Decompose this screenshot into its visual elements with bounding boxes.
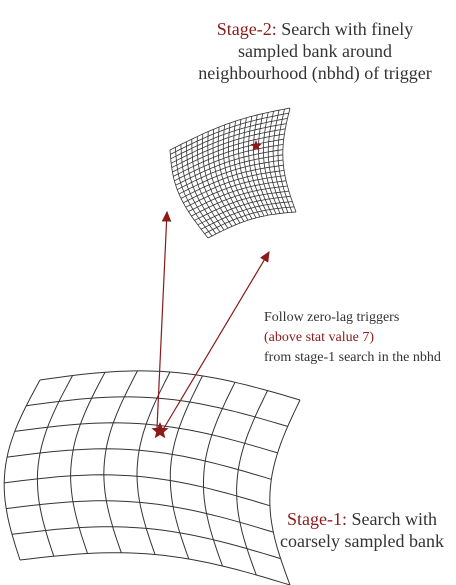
grid-line <box>197 196 291 226</box>
grid-line <box>269 399 301 585</box>
grid-line <box>172 133 285 173</box>
grid-line <box>194 190 289 221</box>
grid-line <box>174 144 284 182</box>
note-highlight: (above stat value 7) <box>264 330 375 345</box>
grid-line <box>7 448 272 480</box>
grid-line <box>178 159 284 195</box>
star-icon <box>250 140 262 151</box>
grid-line <box>207 211 297 239</box>
grid-line <box>203 382 236 567</box>
grid-line <box>169 375 203 560</box>
note-line-1: Follow zero-lag triggers <box>264 310 400 325</box>
stage1-caption: Stage-1: Search with coarsely sampled ba… <box>262 508 456 552</box>
stage1-description: Search with coarsely sampled bank <box>280 509 444 551</box>
grid-line <box>204 206 295 234</box>
grid-line <box>3 379 41 561</box>
coarse-template-grid <box>3 370 301 585</box>
grid-line <box>19 552 291 585</box>
stage2-caption: Stage-2: Search with finely sampled bank… <box>190 18 440 84</box>
grid-line <box>177 154 283 190</box>
grid-line <box>171 128 286 168</box>
grid-line <box>191 185 288 217</box>
grid-line <box>14 422 278 454</box>
grid-line <box>136 371 171 555</box>
grid-line <box>236 390 268 576</box>
grid-line <box>185 175 286 208</box>
grid-line <box>6 500 274 533</box>
grid-line <box>175 149 283 186</box>
follow-arrow-right <box>163 250 270 429</box>
stage1-title: Stage-1: <box>287 509 347 529</box>
grid-line <box>183 170 285 204</box>
stage2-title: Stage-2: <box>216 19 277 39</box>
grid-line <box>36 375 73 557</box>
grid-line <box>173 138 284 177</box>
grid-line <box>26 396 288 427</box>
grid-line <box>170 112 289 155</box>
follow-triggers-note: Follow zero-lag triggers (above stat val… <box>264 308 444 368</box>
fine-template-grid <box>169 107 297 239</box>
star-icon <box>151 422 169 439</box>
follow-arrow-left <box>156 210 172 429</box>
grid-line <box>200 201 293 230</box>
grid-line <box>171 123 287 164</box>
grid-line <box>39 370 301 401</box>
grid-line <box>4 474 271 507</box>
grid-line <box>11 526 281 560</box>
grid-line <box>103 370 138 553</box>
note-line-2: from stage-1 search in the nbhd <box>264 350 441 365</box>
grid-line <box>70 372 106 554</box>
grid-line <box>188 180 287 212</box>
grid-line <box>180 164 284 199</box>
grid-line <box>170 118 288 160</box>
grid-line <box>169 107 291 151</box>
stage2-description: Search with finely sampled bank around n… <box>198 19 432 83</box>
